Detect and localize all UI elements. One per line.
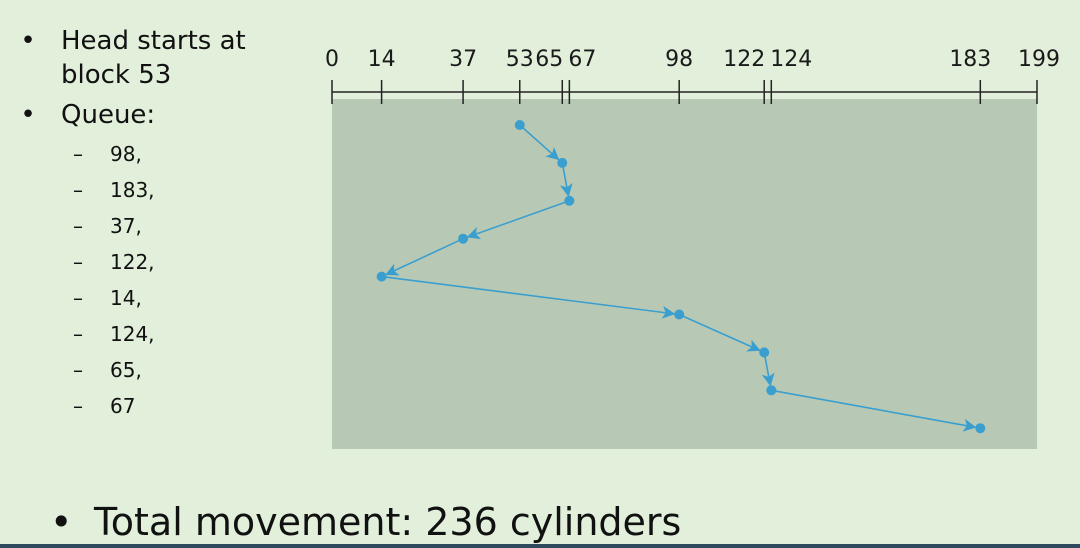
request-point bbox=[766, 385, 777, 396]
dash-marker: – bbox=[73, 286, 83, 310]
bullet-list: • Head starts at block 53 • Queue: – 98, … bbox=[18, 24, 318, 424]
queue-bullet: • Queue: bbox=[18, 98, 318, 132]
axis-tick-label: 122 bbox=[723, 47, 765, 72]
queue-item-text: 98, bbox=[110, 142, 142, 166]
queue-item: – 98, bbox=[18, 136, 318, 172]
head-movement-arrow bbox=[385, 237, 464, 276]
axis-tick-label: 67 bbox=[568, 47, 596, 72]
axis-tick-label: 124 bbox=[770, 47, 812, 72]
dash-marker: – bbox=[73, 322, 83, 346]
bullet-dot: • bbox=[20, 26, 36, 56]
axis-tick-label: 37 bbox=[449, 47, 477, 72]
request-point bbox=[458, 233, 469, 244]
axis-tick-label: 183 bbox=[949, 47, 991, 72]
queue-item: – 14, bbox=[18, 280, 318, 316]
request-point bbox=[514, 120, 525, 130]
queue-list: – 98, – 183, – 37, – 122, – 14, – 124, – 65, – 6… bbox=[18, 136, 318, 424]
head-movement-arrow bbox=[559, 162, 573, 197]
queue-item-text: 37, bbox=[110, 214, 142, 238]
queue-item-text: 67 bbox=[110, 394, 136, 418]
plot-area bbox=[332, 99, 1037, 449]
dash-marker: – bbox=[73, 250, 83, 274]
axis-tick-label: 53 bbox=[506, 47, 534, 72]
head-movement-arrow bbox=[519, 124, 560, 161]
bottom-border bbox=[0, 544, 1080, 548]
queue-item: – 122, bbox=[18, 244, 318, 280]
queue-item-text: 183, bbox=[110, 178, 155, 202]
head-movement-arrow bbox=[678, 313, 761, 352]
queue-item: – 67 bbox=[18, 388, 318, 424]
dash-marker: – bbox=[73, 214, 83, 238]
queue-label: Queue: bbox=[61, 100, 156, 130]
queue-item: – 37, bbox=[18, 208, 318, 244]
head-movement-arrow bbox=[761, 352, 775, 387]
axis-tick-label: 65 bbox=[535, 47, 563, 72]
total-movement-text: Total movement: 236 cylinders bbox=[94, 500, 682, 544]
queue-item-text: 65, bbox=[110, 358, 142, 382]
request-point bbox=[674, 309, 685, 320]
queue-item-text: 14, bbox=[110, 286, 142, 310]
total-movement: • Total movement: 236 cylinders bbox=[50, 497, 681, 547]
bullet-dot: • bbox=[20, 100, 36, 130]
axis-tick-label: 0 bbox=[325, 47, 339, 72]
axis-tick-label: 199 bbox=[1018, 47, 1060, 72]
queue-item: – 183, bbox=[18, 172, 318, 208]
head-start-text: Head starts at block 53 bbox=[61, 26, 246, 90]
dash-marker: – bbox=[73, 142, 83, 166]
queue-item-text: 124, bbox=[110, 322, 155, 346]
head-movement-arrow bbox=[381, 275, 676, 319]
bullet-dot: • bbox=[50, 500, 73, 544]
request-point bbox=[557, 157, 568, 168]
request-point bbox=[376, 271, 387, 282]
head-movement-arrow bbox=[466, 200, 570, 240]
request-point bbox=[975, 423, 986, 434]
dash-marker: – bbox=[73, 358, 83, 382]
request-point bbox=[564, 195, 575, 206]
head-start-bullet: • Head starts at block 53 bbox=[18, 24, 318, 92]
request-point bbox=[759, 347, 770, 358]
head-movement-arrow bbox=[771, 389, 977, 432]
queue-item-text: 122, bbox=[110, 250, 155, 274]
dash-marker: – bbox=[73, 178, 83, 202]
queue-item: – 124, bbox=[18, 316, 318, 352]
queue-item: – 65, bbox=[18, 352, 318, 388]
dash-marker: – bbox=[73, 394, 83, 418]
axis-tick-label: 14 bbox=[368, 47, 396, 72]
axis-tick-label: 98 bbox=[665, 47, 693, 72]
